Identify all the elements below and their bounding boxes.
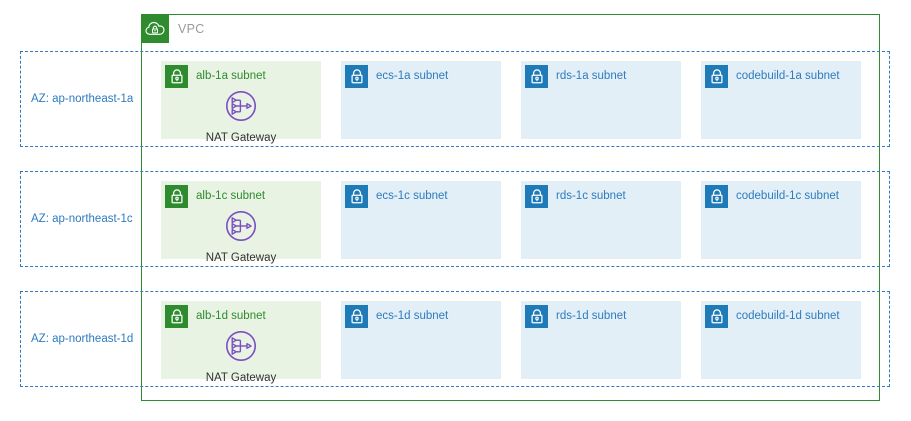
subnet-label: codebuild-1c subnet — [736, 190, 839, 202]
nat-gateway-icon — [222, 207, 260, 250]
az-label: AZ: ap-northeast-1c — [31, 213, 133, 225]
lock-icon — [705, 185, 728, 208]
subnet-label: rds-1c subnet — [556, 190, 626, 202]
subnet-box[interactable]: rds-1d subnet — [521, 301, 681, 379]
nat-gateway-resource[interactable]: NAT Gateway — [161, 207, 321, 264]
subnet-box[interactable]: ecs-1c subnet — [341, 181, 501, 259]
subnet-header: codebuild-1d subnet — [701, 301, 861, 328]
nat-gateway-icon — [222, 87, 260, 130]
subnet-header: ecs-1c subnet — [341, 181, 501, 208]
subnet-header: ecs-1a subnet — [341, 61, 501, 88]
subnet-label: alb-1d subnet — [196, 310, 266, 322]
subnet-header: ecs-1d subnet — [341, 301, 501, 328]
lock-icon — [705, 65, 728, 88]
subnet-label: ecs-1d subnet — [376, 310, 449, 322]
vpc-header: VPC — [141, 14, 205, 44]
subnet-header: rds-1a subnet — [521, 61, 681, 88]
subnet-label: alb-1a subnet — [196, 70, 266, 82]
lock-icon — [525, 185, 548, 208]
vpc-title: VPC — [178, 22, 205, 36]
subnet-box[interactable]: rds-1a subnet — [521, 61, 681, 139]
subnet-box[interactable]: codebuild-1c subnet — [701, 181, 861, 259]
subnet-label: alb-1c subnet — [196, 190, 266, 202]
subnet-box[interactable]: ecs-1d subnet — [341, 301, 501, 379]
subnet-label: codebuild-1d subnet — [736, 310, 840, 322]
subnet-box[interactable]: ecs-1a subnet — [341, 61, 501, 139]
lock-icon — [345, 65, 368, 88]
vpc-boundary — [141, 14, 880, 401]
lock-icon — [525, 305, 548, 328]
lock-icon — [165, 185, 188, 208]
lock-icon — [345, 305, 368, 328]
subnet-box[interactable]: codebuild-1a subnet — [701, 61, 861, 139]
az-label: AZ: ap-northeast-1a — [31, 93, 134, 105]
subnet-header: alb-1c subnet — [161, 181, 321, 208]
subnet-box[interactable]: codebuild-1d subnet — [701, 301, 861, 379]
subnet-label: ecs-1a subnet — [376, 70, 449, 82]
subnet-box[interactable]: rds-1c subnet — [521, 181, 681, 259]
subnet-header: codebuild-1a subnet — [701, 61, 861, 88]
subnet-label: rds-1d subnet — [556, 310, 627, 322]
nat-gateway-label: NAT Gateway — [205, 252, 277, 264]
nat-gateway-resource[interactable]: NAT Gateway — [161, 87, 321, 144]
subnet-header: rds-1d subnet — [521, 301, 681, 328]
subnet-label: rds-1a subnet — [556, 70, 627, 82]
nat-gateway-label: NAT Gateway — [205, 372, 277, 384]
subnet-label: codebuild-1a subnet — [736, 70, 840, 82]
vpc-cloud-lock-icon — [141, 15, 169, 43]
subnet-label: ecs-1c subnet — [376, 190, 448, 202]
nat-gateway-icon — [222, 327, 260, 370]
subnet-header: alb-1a subnet — [161, 61, 321, 88]
lock-icon — [705, 305, 728, 328]
nat-gateway-label: NAT Gateway — [205, 132, 277, 144]
subnet-header: alb-1d subnet — [161, 301, 321, 328]
lock-icon — [165, 65, 188, 88]
lock-icon — [525, 65, 548, 88]
lock-icon — [165, 305, 188, 328]
nat-gateway-resource[interactable]: NAT Gateway — [161, 327, 321, 384]
subnet-header: codebuild-1c subnet — [701, 181, 861, 208]
az-label: AZ: ap-northeast-1d — [31, 333, 134, 345]
subnet-header: rds-1c subnet — [521, 181, 681, 208]
lock-icon — [345, 185, 368, 208]
